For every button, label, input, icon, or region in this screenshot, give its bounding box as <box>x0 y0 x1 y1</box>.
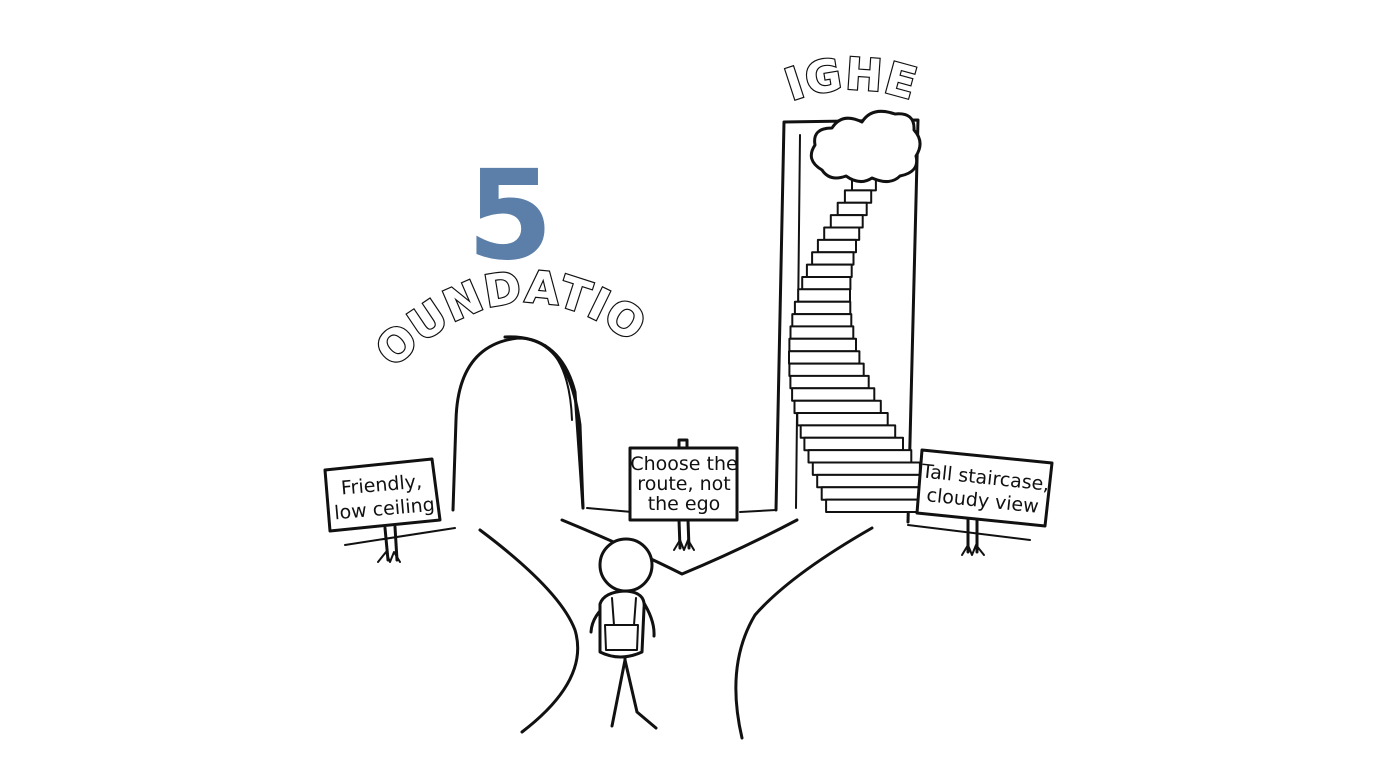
stair-step <box>811 251 855 266</box>
higher-sign: Tall staircase, cloudy view <box>915 448 1054 556</box>
stair-step <box>823 226 861 241</box>
cloud-icon <box>809 109 922 183</box>
stair-step <box>811 461 921 476</box>
roads <box>344 507 1031 740</box>
stair-step <box>801 276 852 291</box>
stair-step <box>807 449 913 464</box>
foundation-label: FOUNDATION <box>0 0 655 377</box>
step-number: 5 <box>467 144 553 288</box>
center-sign: Choose the route, not the ego <box>628 438 739 551</box>
stair-step <box>791 387 876 402</box>
foundation-sign: Friendly, low ceiling <box>323 457 442 563</box>
stair-step <box>796 412 889 427</box>
spiral-staircase-icon <box>788 177 948 514</box>
stair-step <box>829 214 864 229</box>
stick-figure-hiker-icon <box>589 537 658 730</box>
stair-step <box>816 473 930 489</box>
foundation-label-path: FOUNDATION <box>0 0 655 378</box>
stair-step <box>816 238 858 254</box>
stair-step <box>788 362 865 378</box>
stair-step <box>788 350 861 365</box>
stair-step <box>805 263 853 279</box>
higher-label: HIGHER <box>0 0 923 111</box>
stair-step <box>797 288 852 303</box>
higher-label-path: HIGHER <box>0 0 923 112</box>
stair-step <box>836 201 868 217</box>
stair-step <box>788 337 858 353</box>
stair-step <box>791 313 853 328</box>
stair-step <box>803 436 905 452</box>
center-sign-line-1: Choose the <box>630 453 737 475</box>
stair-step <box>793 399 882 415</box>
stair-step <box>793 300 852 316</box>
stair-step <box>789 374 870 390</box>
stair-step <box>789 325 855 340</box>
center-sign-line-3: the ego <box>648 493 721 515</box>
stair-step <box>843 189 873 204</box>
stone-arch-icon <box>451 335 585 512</box>
center-sign-line-2: route, not <box>637 473 730 495</box>
stair-step <box>799 424 897 439</box>
